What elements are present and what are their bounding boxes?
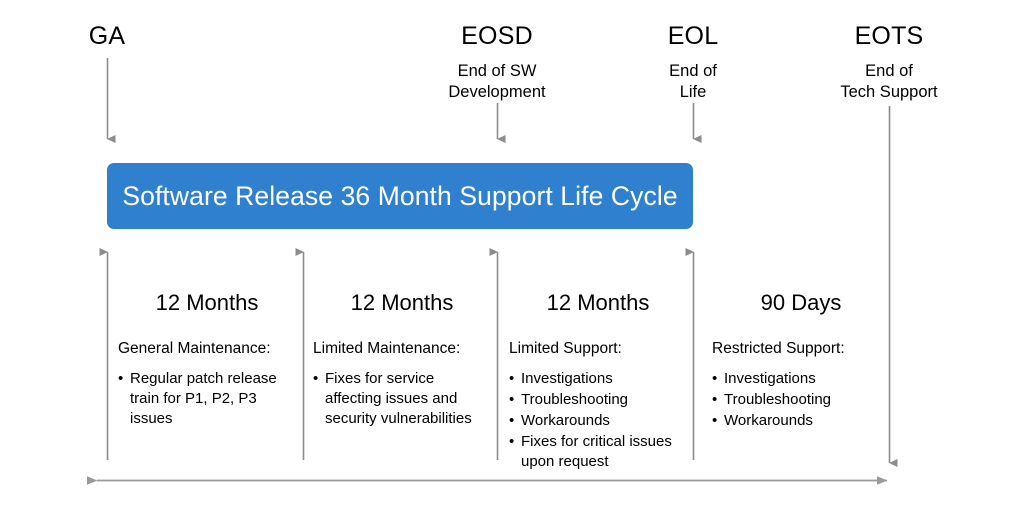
milestone-description: End of Life — [669, 61, 717, 101]
milestone-description: End of Tech Support — [840, 61, 938, 101]
phase-column-general-maintenance: 12 Months General Maintenance: Regular p… — [118, 290, 296, 430]
phase-item-list: Regular patch release train for P1, P2, … — [118, 369, 296, 429]
phase-duration: 12 Months — [546, 290, 650, 315]
phase-heading: Restricted Support: — [712, 340, 845, 357]
lifecycle-banner: Software Release 36 Month Support Life C… — [107, 163, 693, 229]
phase-column-restricted-support: 90 Days Restricted Support: Investigatio… — [712, 290, 890, 432]
list-item: Investigations — [712, 369, 890, 389]
phase-duration: 12 Months — [350, 290, 454, 315]
lifecycle-banner-title: Software Release 36 Month Support Life C… — [122, 180, 678, 211]
phase-column-limited-maintenance: 12 Months Limited Maintenance: Fixes for… — [313, 290, 491, 430]
list-item: Troubleshooting — [509, 390, 687, 410]
list-item: Workarounds — [509, 411, 687, 431]
list-item: Fixes for critical issues upon request — [509, 432, 687, 472]
milestone-eol: EOL End of Life — [618, 22, 768, 103]
phase-column-limited-support: 12 Months Limited Support: Investigation… — [509, 290, 687, 473]
milestone-code: EOL — [667, 22, 719, 50]
milestone-eosd: EOSD End of SW Development — [412, 22, 582, 103]
milestone-ga: GA — [37, 22, 177, 61]
phase-duration: 12 Months — [155, 290, 259, 315]
list-item: Fixes for service affecting issues and s… — [313, 369, 491, 429]
list-item: Troubleshooting — [712, 390, 890, 410]
list-item: Investigations — [509, 369, 687, 389]
list-item: Regular patch release train for P1, P2, … — [118, 369, 296, 429]
phase-duration: 90 Days — [760, 290, 842, 315]
phase-heading: Limited Maintenance: — [313, 340, 461, 357]
milestone-eots: EOTS End of Tech Support — [799, 22, 979, 103]
phase-item-list: Fixes for service affecting issues and s… — [313, 369, 491, 429]
phase-heading: General Maintenance: — [118, 340, 271, 357]
phase-heading: Limited Support: — [509, 340, 622, 357]
list-item: Workarounds — [712, 411, 890, 431]
milestone-description: End of SW Development — [448, 61, 546, 101]
phase-item-list: Investigations Troubleshooting Workaroun… — [509, 369, 687, 472]
milestone-code: GA — [88, 22, 126, 50]
milestone-code: EOSD — [461, 22, 533, 50]
milestone-code: EOTS — [854, 22, 924, 50]
phase-item-list: Investigations Troubleshooting Workaroun… — [712, 369, 890, 431]
